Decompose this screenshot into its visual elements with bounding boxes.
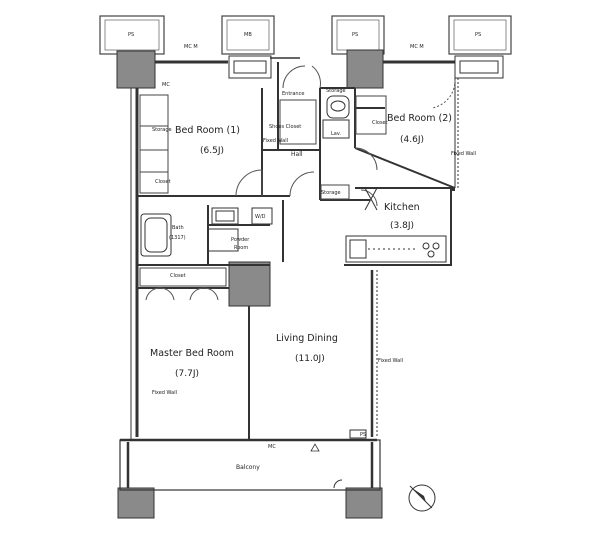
mc-label-bottom: MC [268, 444, 276, 450]
door-swings [145, 65, 456, 301]
bath-label: Bath [172, 225, 184, 231]
structural-columns [116, 49, 384, 519]
fixed-wall-label-3: Fixed Wall [378, 358, 403, 364]
fixed-wall-label-1: Fixed Wall [263, 138, 288, 144]
powder-room-label: Room [234, 245, 248, 251]
meter-boxes [228, 55, 504, 79]
top-shafts [99, 15, 512, 55]
hall-label: Hall [291, 151, 303, 158]
ps-label-3: PS [475, 32, 481, 38]
wd-label: W/D [255, 214, 266, 220]
ps-label-2: PS [352, 32, 358, 38]
ps-label-bottom: PS [360, 432, 366, 438]
ps-label-1: PS [128, 32, 134, 38]
kitchen-name: Kitchen [384, 202, 420, 213]
interior-walls [137, 62, 456, 440]
bedroom2-name: Bed Room (2) [387, 113, 452, 124]
bath-size-label: (1317) [169, 235, 186, 241]
storage-label-bed1: Storage [152, 127, 172, 133]
fixed-wall-label-4: Fixed Wall [152, 390, 177, 396]
living-area: (11.0J) [295, 354, 325, 364]
bedroom1-name: Bed Room (1) [175, 125, 240, 136]
closet-label-bed2: Closet [372, 120, 388, 126]
bath-fixtures [140, 95, 350, 257]
lav-label: Lav. [331, 131, 341, 137]
storage-label-lav: Storage [326, 88, 346, 94]
bedroom1-area: (6.5J) [200, 146, 224, 156]
closet-label-bed1: Closet [155, 179, 171, 185]
mc-label-top-1: MC M [184, 44, 198, 50]
entry-marker-icon [310, 443, 320, 452]
master-area: (7.7J) [175, 369, 199, 379]
kitchen-area: (3.8J) [390, 221, 414, 231]
bedroom2-area: (4.6J) [400, 135, 424, 145]
shoes-closet-label: Shoes Closet [269, 124, 301, 130]
mb-label-1: MB [244, 32, 252, 38]
powder-label: Powder [231, 237, 250, 243]
kitchen-counter [345, 187, 447, 263]
closet-shelves [139, 94, 387, 287]
master-name: Master Bed Room [150, 348, 234, 359]
mc-label-top-2: MC M [410, 44, 424, 50]
balcony-outline [119, 429, 381, 491]
storage-label-kitchen: Storage [321, 190, 341, 196]
closet-label-master: Closet [170, 273, 186, 279]
entrance-label: Entrance [282, 91, 304, 97]
mc-label-bed1: MC [162, 82, 170, 88]
balcony-name: Balcony [236, 464, 260, 471]
fixed-wall-label-2: Fixed Wall [451, 151, 476, 157]
living-name: Living Dining [276, 333, 338, 344]
north-arrow-icon [408, 484, 436, 512]
